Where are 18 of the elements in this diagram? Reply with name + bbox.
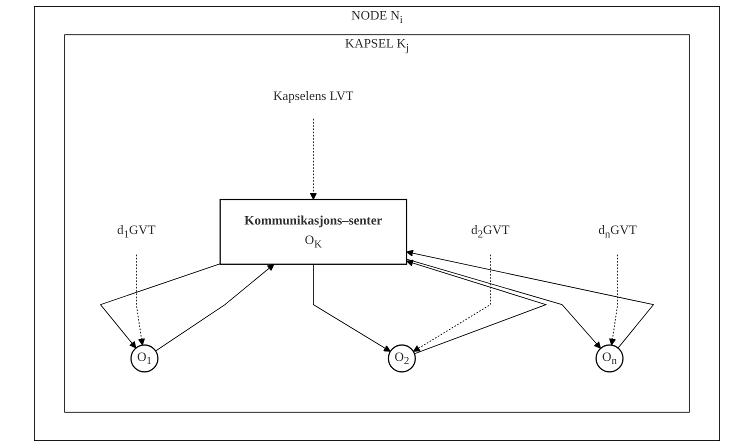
node-circle: O$_{n}$	[596, 344, 624, 372]
node-circle: O$_{2}$	[388, 344, 416, 372]
arrow	[608, 254, 618, 346]
arrow	[155, 264, 274, 352]
node-box: Kommunikasjons–senter O$_{K}$	[220, 198, 408, 265]
node-text: Kapselens LVT	[273, 90, 354, 104]
node-text: d$_{1}$GVT	[117, 224, 156, 240]
arrow	[406, 258, 601, 349]
arrow	[136, 254, 146, 346]
node-text: d$_{n}$GVT	[598, 224, 637, 240]
arrow	[406, 250, 654, 348]
arrow	[100, 263, 221, 348]
arrow	[312, 264, 391, 352]
node-circle: O$_{1}$	[130, 344, 158, 372]
node-text: d$_{2}$GVT	[471, 224, 510, 240]
arrow	[310, 118, 317, 200]
arrow	[413, 254, 491, 352]
arrow	[406, 260, 548, 354]
